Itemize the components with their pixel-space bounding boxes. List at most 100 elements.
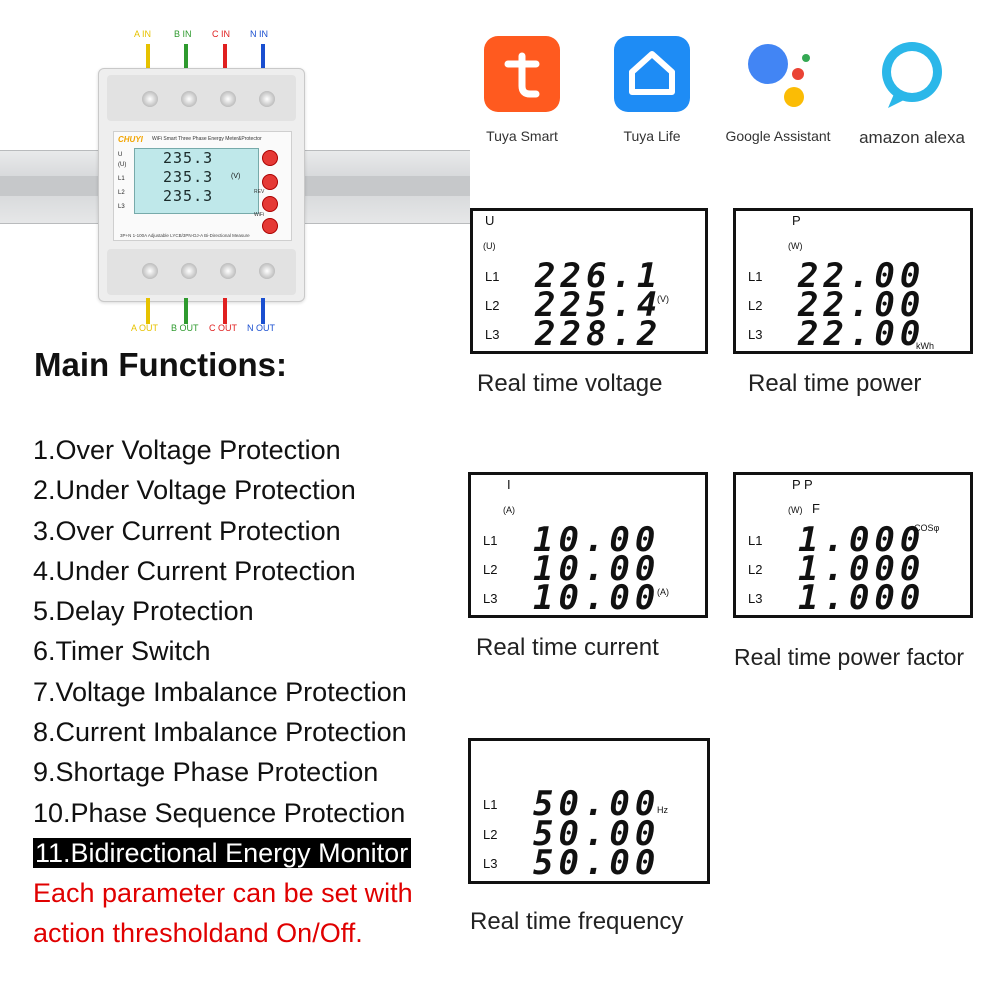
wire-label-c-in: C IN bbox=[212, 29, 230, 39]
frequency-panel: L1 L2 L3 50.00 50.00 50.00 Hz bbox=[468, 738, 710, 884]
panel-top-unit: (W) bbox=[788, 505, 803, 515]
line-label-l1: L1 bbox=[485, 269, 500, 284]
function-item: 5.Delay Protection bbox=[33, 596, 254, 627]
app-label: Tuya Life bbox=[623, 128, 681, 144]
reading-l1: 50.00 bbox=[533, 784, 661, 824]
tuya-smart-icon bbox=[484, 36, 560, 112]
bottom-terminal-block bbox=[107, 249, 296, 295]
top-terminal-block bbox=[107, 75, 296, 121]
line-label-l3: L3 bbox=[483, 856, 498, 871]
app-amazon-alexa: amazon alexa bbox=[852, 36, 972, 148]
reading-l3: 228.2 bbox=[535, 314, 663, 354]
panel-unit: (A) bbox=[657, 587, 669, 597]
wire-b-out bbox=[184, 298, 188, 324]
up-button[interactable] bbox=[262, 174, 278, 190]
wifi-label: WiFi bbox=[254, 212, 264, 218]
panel-top-f: F bbox=[812, 501, 820, 516]
reading-l3: 1.000 bbox=[798, 578, 926, 618]
panel-unit: Hz bbox=[657, 805, 668, 815]
side-label: L2 bbox=[118, 190, 125, 196]
wire-c-in bbox=[223, 44, 227, 70]
function-item: 9.Shortage Phase Protection bbox=[33, 757, 379, 788]
wire-label-n-out: N OUT bbox=[247, 323, 275, 333]
function-item: 2.Under Voltage Protection bbox=[33, 475, 356, 506]
ok-button[interactable] bbox=[262, 218, 278, 234]
wire-a-in bbox=[146, 44, 150, 70]
current-panel: I (A) L1 L2 L3 10.00 10.00 10.00 (A) bbox=[468, 472, 708, 618]
panel-top-unit: (U) bbox=[483, 241, 496, 251]
highlighted-function-text: 11.Bidirectional Energy Monitor bbox=[33, 837, 412, 868]
reading-l2: 1.000 bbox=[798, 549, 926, 589]
frequency-caption: Real time frequency bbox=[470, 908, 684, 935]
reading-l3: 10.00 bbox=[533, 578, 661, 618]
wire-a-out bbox=[146, 298, 150, 324]
panel-top-label: P bbox=[792, 213, 801, 228]
terminal-screw bbox=[142, 263, 158, 279]
device-lcd-line: 235.3 bbox=[163, 168, 214, 186]
main-functions-title: Main Functions: bbox=[34, 346, 287, 383]
power-caption: Real time power bbox=[748, 370, 922, 397]
google-assistant-icon bbox=[740, 36, 816, 112]
wire-label-n-in: N IN bbox=[250, 29, 268, 39]
side-label: L1 bbox=[118, 176, 125, 182]
meter-device: CHUYI WiFi Smart Three Phase Energy Mete… bbox=[98, 68, 305, 302]
device-lcd-unit: (V) bbox=[231, 173, 241, 180]
panel-unit: (V) bbox=[657, 294, 669, 304]
line-label-l3: L3 bbox=[483, 591, 498, 606]
reading-l2: 10.00 bbox=[533, 549, 661, 589]
terminal-screw bbox=[142, 91, 158, 107]
app-tuya-smart: Tuya Smart bbox=[462, 36, 582, 144]
voltage-caption: Real time voltage bbox=[477, 370, 663, 397]
wire-label-c-out: C OUT bbox=[209, 323, 237, 333]
function-item: 4.Under Current Protection bbox=[33, 555, 356, 586]
functions-list: 1.Over Voltage Protection 2.Under Voltag… bbox=[33, 430, 412, 873]
panel-top-unit: (A) bbox=[503, 505, 515, 515]
power-factor-caption: Real time power factor bbox=[734, 644, 965, 670]
reading-l3: 50.00 bbox=[533, 843, 661, 883]
reading-l1: 226.1 bbox=[535, 256, 663, 296]
wire-label-a-out: A OUT bbox=[131, 323, 159, 333]
terminal-screw bbox=[259, 263, 275, 279]
line-label-l2: L2 bbox=[485, 298, 500, 313]
wire-c-out bbox=[223, 298, 227, 324]
app-label: amazon alexa bbox=[859, 128, 965, 147]
app-google-assistant: Google Assistant bbox=[718, 36, 838, 144]
panel-top-label: I bbox=[507, 477, 511, 492]
wire-b-in bbox=[184, 44, 188, 70]
settings-button[interactable] bbox=[262, 150, 278, 166]
reading-l2: 225.4 bbox=[535, 285, 663, 325]
wire-label-b-in: B IN bbox=[174, 29, 192, 39]
wire-n-out bbox=[261, 298, 265, 324]
down-button[interactable] bbox=[262, 196, 278, 212]
line-label-l2: L2 bbox=[483, 827, 498, 842]
device-lcd-line: 235.3 bbox=[163, 149, 214, 167]
device-lcd-line: 235.3 bbox=[163, 187, 214, 205]
line-label-l2: L2 bbox=[483, 562, 498, 577]
reading-l1: 1.000 bbox=[798, 520, 926, 560]
panel-unit: COSφ bbox=[914, 523, 940, 533]
function-item: 3.Over Current Protection bbox=[33, 515, 341, 546]
terminal-screw bbox=[259, 91, 275, 107]
voltage-panel: U (U) L1 L2 L3 226.1 225.4 228.2 (V) bbox=[470, 208, 708, 354]
line-label-l2: L2 bbox=[748, 562, 763, 577]
function-item: 8.Current Imbalance Protection bbox=[33, 717, 407, 748]
terminal-screw bbox=[220, 91, 236, 107]
function-item: 6.Timer Switch bbox=[33, 636, 211, 667]
current-caption: Real time current bbox=[476, 634, 659, 661]
power-factor-panel: P P (W) F L1 L2 L3 1.000 1.000 1.000 COS… bbox=[733, 472, 973, 618]
meter-faceplate: CHUYI WiFi Smart Three Phase Energy Mete… bbox=[113, 131, 292, 241]
line-label-l1: L1 bbox=[748, 533, 763, 548]
terminal-screw bbox=[181, 263, 197, 279]
function-item: 10.Phase Sequence Protection bbox=[33, 797, 406, 828]
brand-logo: CHUYI bbox=[118, 135, 143, 144]
wire-label-a-in: A IN bbox=[134, 29, 152, 39]
function-item: 7.Voltage Imbalance Protection bbox=[33, 676, 407, 707]
side-label: U bbox=[118, 152, 123, 158]
line-label-l2: L2 bbox=[748, 298, 763, 313]
line-label-l1: L1 bbox=[748, 269, 763, 284]
wire-label-b-out: B OUT bbox=[171, 323, 199, 333]
line-label-l3: L3 bbox=[748, 327, 763, 342]
app-label: Tuya Smart bbox=[486, 128, 558, 144]
panel-unit: kWh bbox=[916, 341, 934, 351]
device-lcd: 235.3 235.3 (V) 235.3 bbox=[134, 148, 259, 214]
